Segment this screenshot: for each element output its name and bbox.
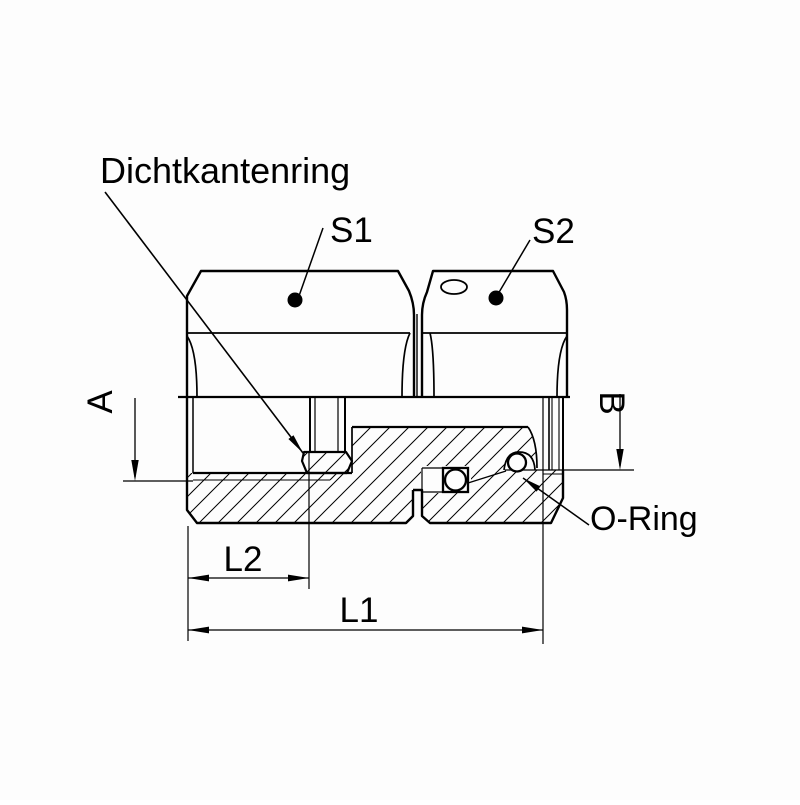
thread-crest-line [193, 472, 338, 481]
seal-ring-leader-arrowhead [288, 435, 303, 453]
s1-reference-dot [287, 292, 303, 308]
hatch-left-band [187, 473, 413, 523]
right-hex-outline [420, 269, 569, 397]
o-ring-parts [441, 452, 528, 494]
s1-leader-line [298, 227, 324, 297]
s2-reference-dot [488, 290, 504, 306]
dim-b-arrowhead [616, 449, 624, 470]
o-ring-in-groove [443, 468, 468, 492]
o-ring-groove-square [441, 466, 470, 494]
seal-ring-leader-line [104, 191, 304, 454]
right-hex-edge-arc-right [556, 335, 568, 398]
left-hex-edge-arc-right [401, 332, 411, 398]
hatch-mid-block [352, 427, 422, 490]
s2-label: S2 [532, 212, 575, 251]
right-hex-edge-arc-left [429, 332, 435, 398]
labels: Dichtkantenring S1 S2 O-Ring L2 L1 A B [81, 150, 698, 630]
dim-l2-arrowhead-right [288, 574, 309, 582]
s1-label: S1 [330, 211, 373, 250]
dim-l2-arrowhead-left [188, 574, 209, 582]
o-ring-pocket-curve [503, 451, 536, 471]
section-edges [185, 397, 634, 525]
seal-ring-label: Dichtkantenring [100, 150, 350, 191]
dim-l1-arrowhead-right [522, 626, 543, 634]
groove-ledge-lines [421, 467, 443, 493]
dim-l1-label: L1 [340, 591, 379, 630]
dim-a-label: A [81, 390, 120, 414]
bore-corner-radius [527, 426, 538, 469]
o-ring-leader-arrowhead [523, 478, 541, 492]
dim-l1-arrowhead-left [188, 626, 209, 634]
left-hex-edge-arc-left [186, 335, 198, 398]
o-ring-link-line [467, 470, 507, 484]
s2-leader-line [497, 239, 531, 295]
body-outline-left [185, 397, 415, 525]
left-hex-outline [185, 269, 416, 397]
external-view [185, 269, 569, 398]
dim-b-label: B [592, 391, 631, 414]
hex-face-oval-mark [440, 279, 468, 295]
o-ring-section-circle [506, 452, 528, 473]
callout-leaders [104, 191, 590, 526]
dim-a-arrowhead [131, 460, 139, 481]
section-hatch-regions [187, 427, 563, 523]
o-ring-label: O-Ring [590, 500, 698, 538]
dimension-arrowheads [131, 449, 624, 634]
dim-l2-label: L2 [224, 540, 263, 579]
